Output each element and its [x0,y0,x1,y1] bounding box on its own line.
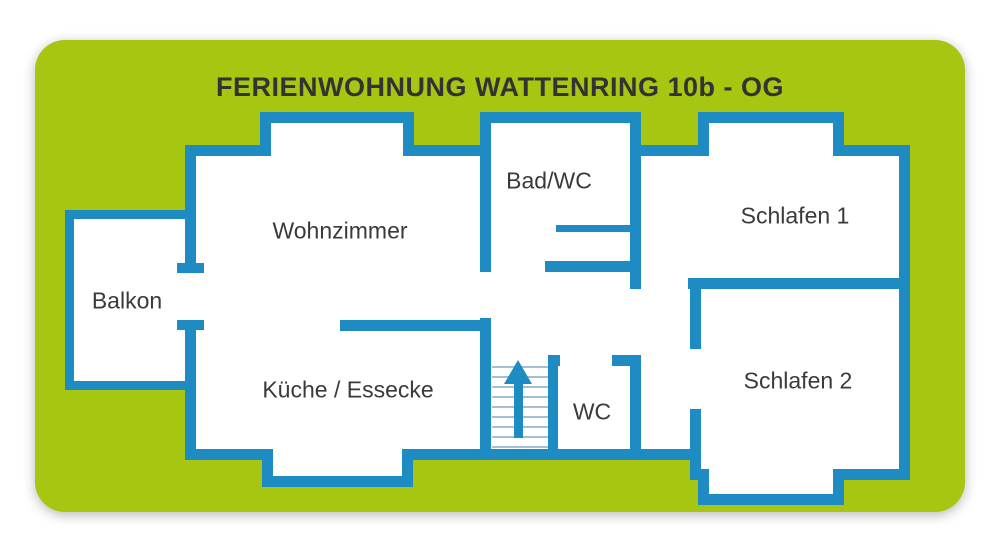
wall-segment [556,225,641,232]
wall-segment [185,330,196,460]
room-label-schlafen-2: Schlafen 2 [743,367,853,394]
room-label-balkon: Balkon [91,287,163,314]
wall-segment [833,112,844,156]
wall-segment [690,409,701,480]
wall-segment [833,145,910,156]
room-label-bad-wc: Bad/WC [506,167,592,194]
wall-segment [480,318,491,460]
wall-segment [185,145,271,156]
balcony-door-tick [177,263,204,273]
page-title: FERIENWOHNUNG WATTENRING 10b - OG [0,72,1000,103]
wall-segment [630,355,641,460]
wall-segment [480,112,641,123]
title-rest: WATTENRING 10b - OG [475,72,785,102]
room-label-kueche: Küche / Essecke [262,376,434,403]
wall-segment [340,320,491,331]
wall-segment [260,112,414,123]
window-bay-schlafen2 [709,460,833,494]
window-bay-kueche [273,449,402,476]
stairs-up-arrow-icon [504,360,532,384]
wall-segment [403,112,414,156]
wall-segment [899,145,910,480]
room-label-schlafen-1: Schlafen 1 [740,202,850,229]
wall-segment [690,289,701,349]
wall-segment [260,112,271,156]
wall-segment [545,261,641,272]
wall-segment [185,145,196,265]
wall-segment [698,112,709,156]
wall-segment [630,112,641,289]
floor-badwc [480,112,641,272]
wall-segment [641,145,709,156]
wall-segment [402,449,413,487]
wall-segment [480,112,491,272]
title-brand: FERIENWOHNUNG [215,72,467,102]
wall-segment [403,145,491,156]
wall-segment [688,278,910,289]
wall-segment [185,449,273,460]
room-label-wc: WC [572,398,612,425]
wall-segment [262,449,273,487]
wall-segment [548,355,558,460]
stairs-up-arrow-icon [514,382,523,438]
wall-segment [612,355,641,366]
wall-segment [698,112,844,123]
room-label-wohnzimmer: Wohnzimmer [272,217,408,244]
wall-segment [698,494,844,505]
wall-segment [833,469,910,480]
wall-segment [833,469,844,505]
wall-segment [698,469,709,505]
balcony-door-tick [177,320,204,330]
wall-segment [262,476,413,487]
floor-schlafen2 [690,289,910,469]
